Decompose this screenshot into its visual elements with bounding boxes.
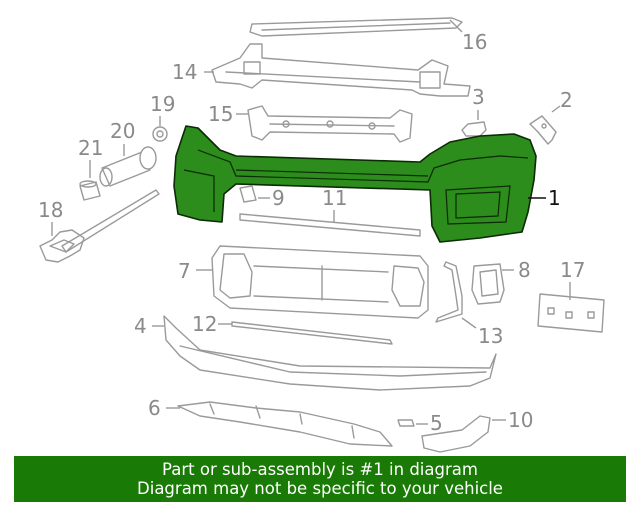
callout-3[interactable]: 3 bbox=[472, 85, 485, 109]
callout-19[interactable]: 19 bbox=[150, 92, 175, 116]
part-3[interactable] bbox=[461, 110, 487, 137]
callout-4[interactable]: 4 bbox=[134, 314, 147, 338]
part-21[interactable] bbox=[79, 160, 101, 201]
part-17[interactable] bbox=[537, 282, 605, 333]
part-7[interactable] bbox=[196, 245, 429, 319]
callout-13[interactable]: 13 bbox=[478, 324, 503, 348]
part-12[interactable] bbox=[218, 321, 393, 345]
callout-6[interactable]: 6 bbox=[148, 396, 161, 420]
callout-2[interactable]: 2 bbox=[560, 88, 573, 112]
callout-8[interactable]: 8 bbox=[518, 258, 531, 282]
part-11[interactable] bbox=[239, 210, 421, 237]
part-13[interactable] bbox=[435, 261, 477, 329]
part-15[interactable] bbox=[236, 105, 413, 143]
part-14[interactable] bbox=[204, 43, 471, 97]
part-5[interactable] bbox=[397, 419, 428, 427]
part-19[interactable] bbox=[152, 116, 168, 142]
part-20[interactable] bbox=[99, 144, 157, 187]
callout-18[interactable]: 18 bbox=[38, 198, 63, 222]
callout-10[interactable]: 10 bbox=[508, 408, 533, 432]
banner-line-1: Part or sub-assembly is #1 in diagram bbox=[162, 460, 478, 479]
part-1-bumper-fascia[interactable] bbox=[173, 125, 546, 243]
callout-20[interactable]: 20 bbox=[110, 119, 135, 143]
callout-11[interactable]: 11 bbox=[322, 186, 347, 210]
banner-line-2: Diagram may not be specific to your vehi… bbox=[137, 479, 503, 498]
callout-9[interactable]: 9 bbox=[272, 186, 285, 210]
part-8[interactable] bbox=[471, 263, 514, 305]
callout-15[interactable]: 15 bbox=[208, 102, 233, 126]
callout-5[interactable]: 5 bbox=[430, 411, 443, 435]
callout-21[interactable]: 21 bbox=[78, 136, 103, 160]
part-6[interactable] bbox=[166, 401, 393, 447]
callout-16[interactable]: 16 bbox=[462, 30, 487, 54]
part-10[interactable] bbox=[421, 415, 506, 453]
part-2[interactable] bbox=[529, 105, 561, 145]
callout-14[interactable]: 14 bbox=[172, 60, 197, 84]
part-9[interactable] bbox=[239, 185, 270, 203]
part-4[interactable] bbox=[152, 315, 497, 391]
callout-7[interactable]: 7 bbox=[178, 259, 191, 283]
part-16[interactable] bbox=[249, 17, 463, 37]
info-banner: Part or sub-assembly is #1 in diagram Di… bbox=[14, 456, 626, 502]
callout-17[interactable]: 17 bbox=[560, 258, 585, 282]
callout-1[interactable]: 1 bbox=[548, 186, 561, 210]
parts-diagram: 16 14 3 2 15 19 bbox=[38, 17, 605, 453]
callout-12[interactable]: 12 bbox=[192, 312, 217, 336]
part-18[interactable] bbox=[39, 189, 160, 263]
